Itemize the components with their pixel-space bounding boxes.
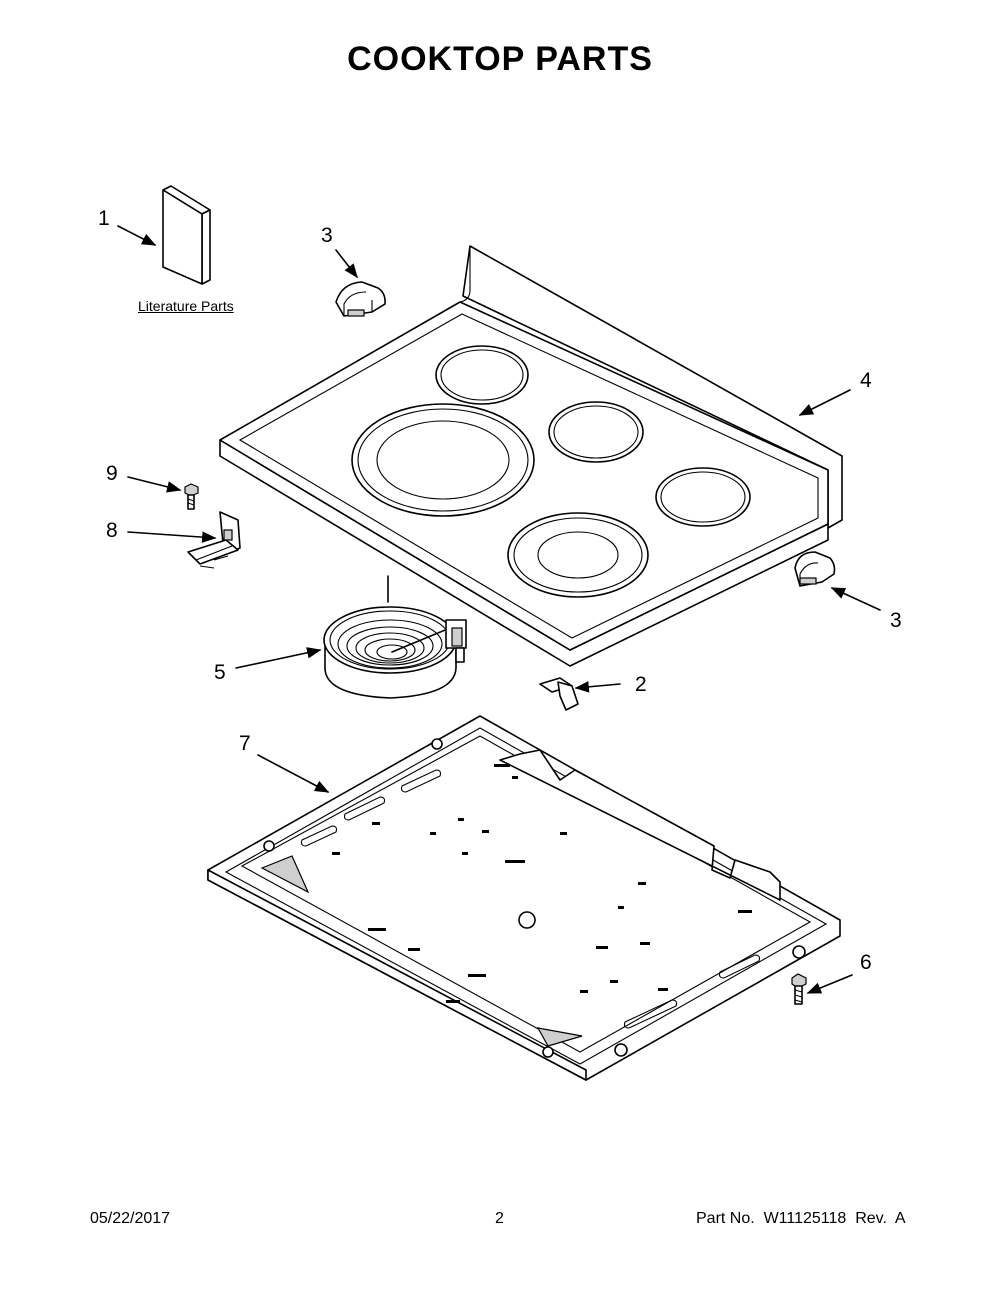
callout-4: 4 — [860, 369, 872, 392]
callout-8: 8 — [106, 519, 118, 542]
callout-3-upper: 3 — [321, 224, 333, 247]
footer-date: 05/22/2017 — [90, 1210, 171, 1227]
bracket-lower-part — [794, 551, 836, 587]
callout-3-lower: 3 — [890, 609, 902, 632]
callout-1: 1 — [98, 207, 110, 230]
cooktop-glass-part — [219, 245, 843, 667]
callout-5: 5 — [214, 661, 226, 684]
callout-9: 9 — [106, 462, 118, 485]
terminal-bracket-part — [187, 511, 241, 569]
callout-2: 2 — [635, 673, 647, 696]
footer-part-number: Part No. W11125118 Rev. A — [696, 1210, 906, 1227]
callout-7: 7 — [239, 732, 251, 755]
footer-page-number: 2 — [495, 1210, 504, 1227]
surface-element-part — [323, 575, 467, 699]
screw-part-9 — [184, 483, 199, 510]
screw-part-6 — [791, 973, 807, 1005]
leader-arrows — [117, 225, 881, 994]
clip-part — [539, 677, 579, 711]
support-pan-part — [207, 715, 841, 1081]
bracket-upper-part — [335, 281, 386, 317]
page-title: COOKTOP PARTS — [347, 40, 653, 78]
callout-6: 6 — [860, 951, 872, 974]
literature-parts-booklet — [162, 185, 211, 285]
literature-parts-link[interactable]: Literature Parts — [138, 298, 234, 314]
